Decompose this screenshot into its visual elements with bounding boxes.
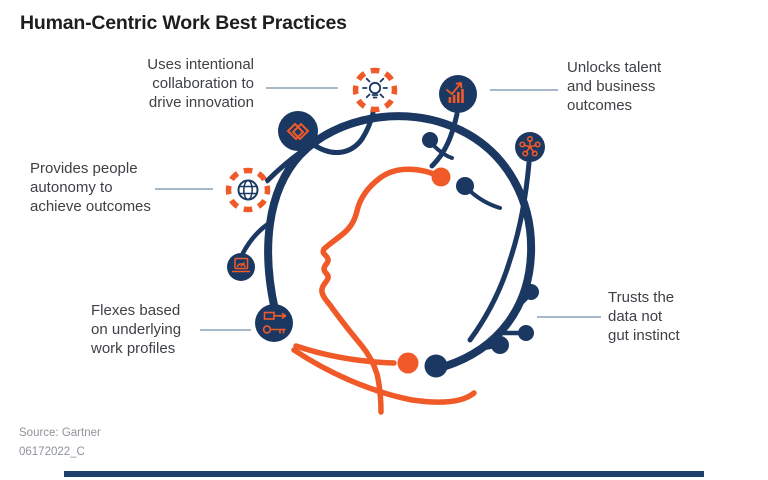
label-data: Trusts the data not gut instinct [608, 289, 680, 345]
shoulder-swoop [291, 347, 477, 405]
lightbulb-badge [352, 67, 398, 113]
source-text: Source: Gartner [19, 427, 101, 439]
branch-end-dots [422, 132, 539, 378]
key-badge [255, 304, 293, 342]
branch-main-arc [264, 112, 536, 370]
label-line: drive innovation [148, 93, 254, 111]
branch-network-stem [467, 160, 532, 343]
end-dot [456, 177, 474, 195]
branch-dot-stem-2 [468, 189, 502, 210]
laptop-badge [227, 253, 255, 281]
label-line: data not [608, 307, 663, 325]
handshake-badge [278, 111, 318, 151]
end-dot-orange [431, 167, 451, 187]
end-dot [523, 284, 539, 300]
end-dot [422, 132, 438, 148]
label-flex: Flexes based on underlying work profiles [91, 302, 181, 358]
label-talent: Unlocks talent and business outcomes [567, 59, 661, 115]
page-title: Human-Centric Work Best Practices [20, 12, 347, 34]
end-dot [518, 325, 534, 341]
end-dot-orange [397, 352, 419, 374]
face-outline [319, 166, 444, 415]
label-line: collaboration to [152, 74, 254, 92]
branch-globe-stem [264, 116, 369, 184]
label-line: autonomy to [30, 178, 113, 196]
bar-chart-icon [446, 82, 464, 103]
bar-chart-badge [439, 75, 477, 113]
label-line: Unlocks talent [567, 59, 662, 76]
end-dot [491, 336, 509, 354]
label-line: achieve outcomes [30, 197, 151, 215]
label-connectors [155, 87, 601, 331]
navy-circle [255, 304, 293, 342]
handshake-icon [286, 122, 310, 141]
doc-id-text: 06172022_C [19, 446, 85, 458]
label-line: and business [567, 77, 656, 95]
label-line: on underlying [91, 320, 182, 338]
laptop-gauge-icon [231, 257, 251, 273]
orange-end-dots [397, 167, 451, 374]
dashed-ring [352, 67, 398, 113]
label-line: Flexes based [91, 302, 181, 319]
footer-bar [64, 471, 704, 477]
lightbulb-icon [362, 77, 388, 99]
face-profile [291, 166, 477, 415]
key-icon [262, 311, 287, 334]
network-nodes-icon [519, 135, 541, 157]
label-collaboration: Uses intentional collaboration to drive … [128, 56, 254, 112]
label-line: gut instinct [608, 326, 680, 344]
collar-line [293, 343, 397, 366]
navy-circle [227, 253, 255, 281]
label-line: Uses intentional [147, 56, 254, 73]
navy-circle [278, 111, 318, 151]
label-line: Provides people [30, 160, 138, 177]
label-line: outcomes [567, 96, 633, 114]
branch-handshake-stem [311, 110, 376, 156]
branch-chart-stem [429, 111, 460, 169]
globe-badge [225, 167, 271, 213]
branch-dot-stem-1 [431, 143, 454, 160]
label-autonomy: Provides people autonomy to achieve outc… [30, 160, 151, 216]
branch-laptop-stem [240, 221, 271, 256]
network-badge [515, 132, 545, 162]
label-line: work profiles [91, 339, 176, 357]
end-dot [424, 354, 448, 378]
globe-icon [237, 179, 259, 201]
dashed-ring [225, 167, 271, 213]
label-line: Trusts the [608, 289, 675, 306]
